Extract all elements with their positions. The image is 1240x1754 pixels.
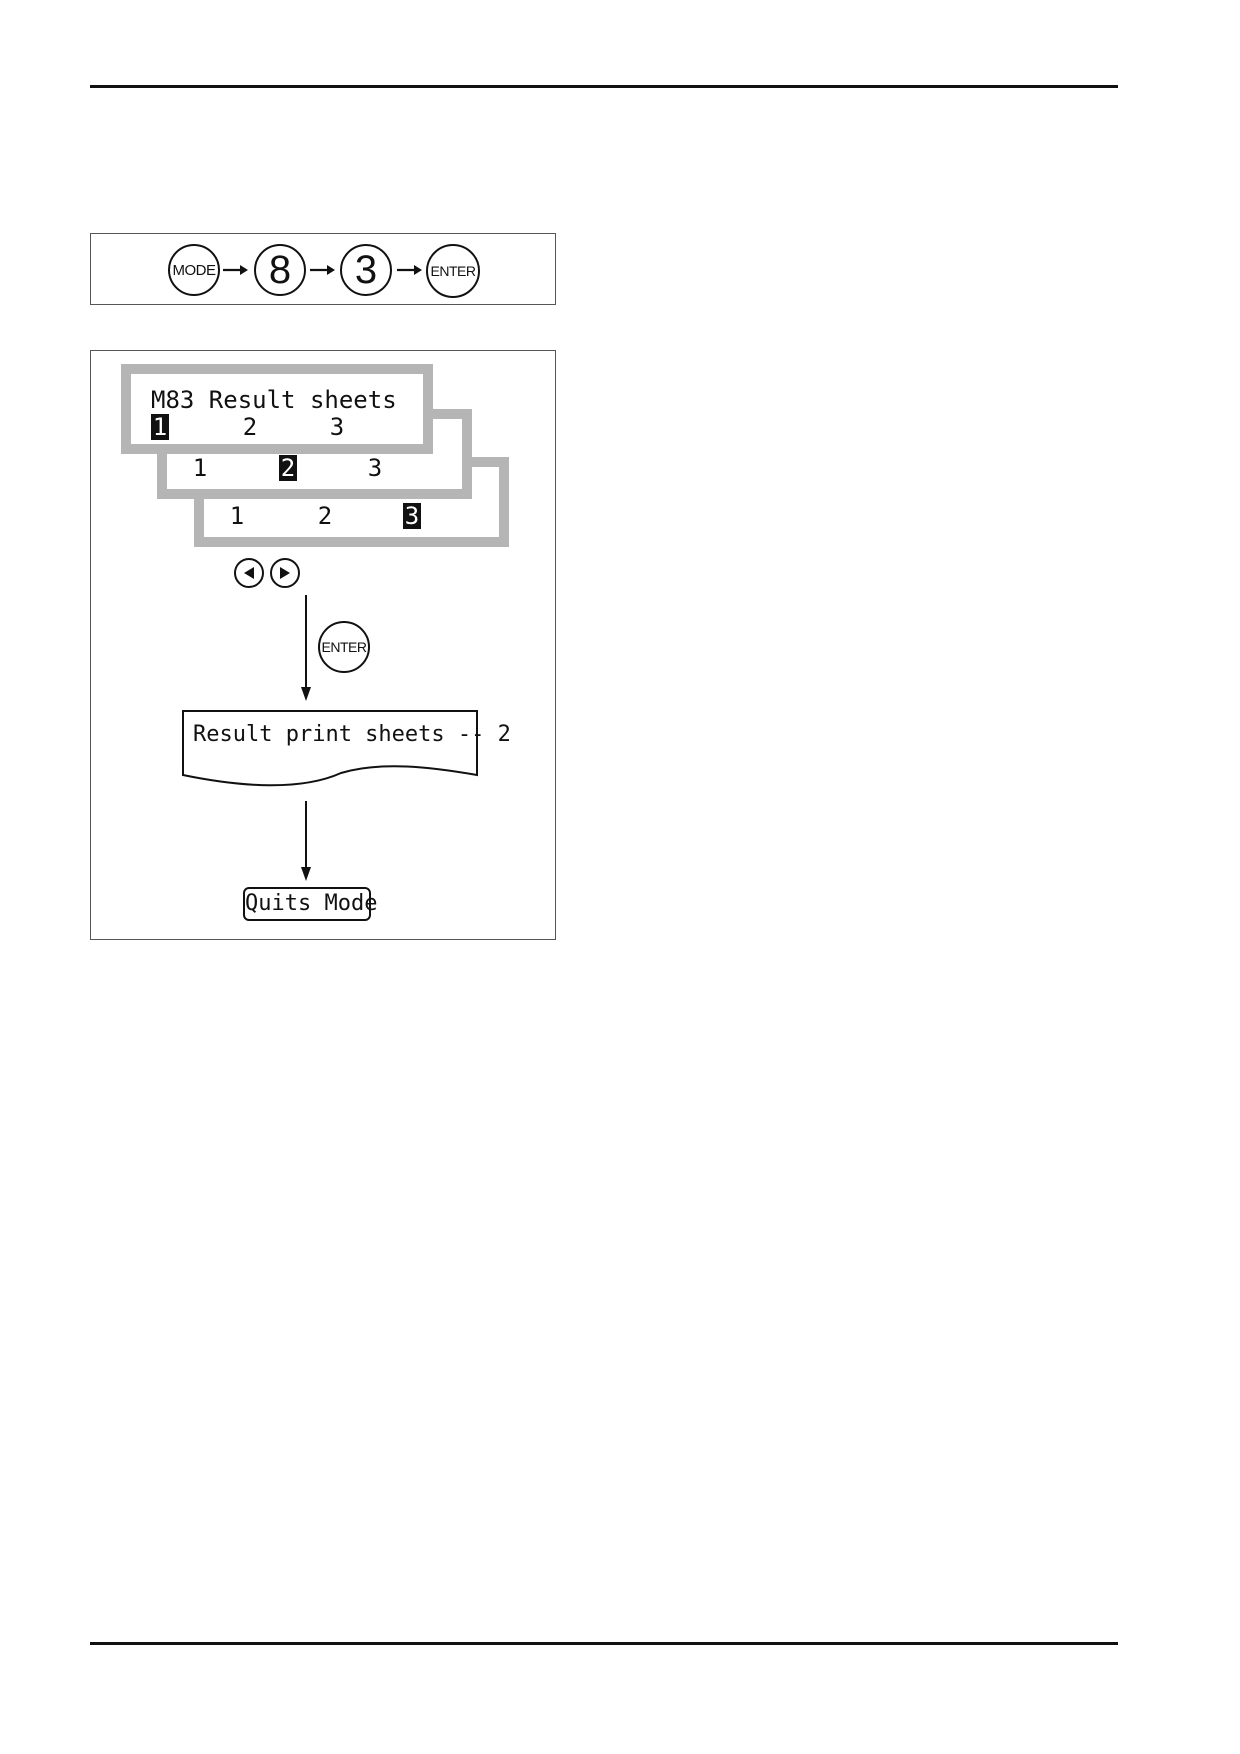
key-sequence-box: MODE 8 3 ENTER [90, 233, 556, 305]
printout-text: Result print sheets -- 2 [193, 722, 511, 747]
key-3: 3 [340, 244, 392, 296]
down-arrow-icon [301, 801, 311, 881]
lcd-screen-1: M83 Result sheets 1 2 3 [121, 364, 433, 454]
arrow-icon [310, 265, 335, 275]
header-rule [90, 85, 1118, 88]
lcd-title: M83 Result sheets [151, 386, 397, 414]
option-3-selected: 3 [403, 502, 421, 530]
mode-key: MODE [168, 244, 220, 296]
footer-rule [90, 1642, 1118, 1645]
option-1-selected: 1 [151, 413, 169, 441]
option-3: 3 [367, 454, 383, 482]
arrow-icon [397, 265, 422, 275]
option-2-selected: 2 [279, 454, 297, 482]
right-arrow-key [270, 558, 300, 588]
printout-sheet [182, 710, 478, 787]
option-1: 1 [229, 502, 245, 530]
enter-key: ENTER [426, 244, 480, 298]
quits-mode-label: Quits Mode [243, 887, 377, 921]
option-2: 2 [242, 413, 258, 441]
arrow-icon [223, 265, 248, 275]
key-8: 8 [254, 244, 306, 296]
option-3: 3 [329, 413, 345, 441]
down-arrow-icon [301, 595, 311, 701]
right-triangle-icon [280, 567, 290, 579]
enter-key: ENTER [318, 621, 370, 673]
left-triangle-icon [244, 567, 254, 579]
left-arrow-key [234, 558, 264, 588]
option-2: 2 [317, 502, 333, 530]
flow-diagram-box: 1 2 3 1 2 3 M83 Result sheets 1 2 3 ENTE… [90, 350, 556, 940]
option-1: 1 [192, 454, 208, 482]
